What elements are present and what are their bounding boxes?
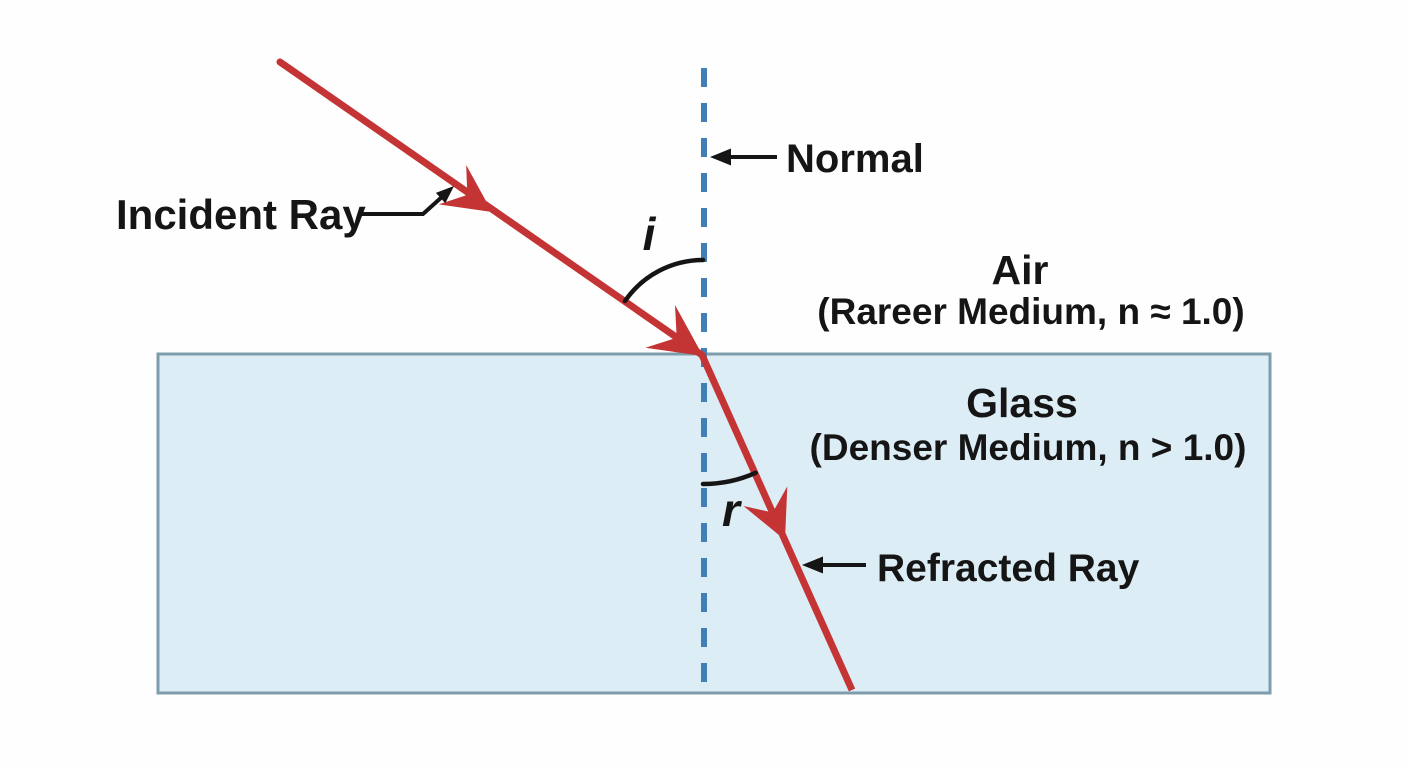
angle-r-arc bbox=[700, 470, 758, 487]
incident-ray-pointer-arrowhead bbox=[435, 186, 454, 204]
angle-i-arc bbox=[622, 257, 706, 304]
air-medium-label: Air bbox=[992, 247, 1049, 293]
angle-r-label: r bbox=[722, 484, 742, 536]
normal-label: Normal bbox=[786, 137, 924, 181]
refracted-ray-pointer-arrowhead bbox=[802, 556, 823, 574]
incidence-point-arrowhead bbox=[645, 305, 703, 356]
air-medium-detail: (Rareer Medium, n ≈ 1.0) bbox=[817, 291, 1244, 332]
glass-medium-label: Glass bbox=[966, 380, 1078, 426]
incident-ray-line bbox=[276, 58, 706, 359]
incident-ray-label: Incident Ray bbox=[116, 191, 366, 238]
glass-slab bbox=[156, 352, 1272, 695]
angle-i-label: i bbox=[643, 208, 657, 260]
normal-pointer-arrowhead bbox=[710, 148, 731, 166]
incident-ray-arrowhead bbox=[438, 165, 492, 212]
incident-ray-pointer-line bbox=[360, 194, 445, 216]
refracted-ray-label: Refracted Ray bbox=[877, 547, 1140, 590]
glass-medium-detail: (Denser Medium, n > 1.0) bbox=[810, 427, 1247, 468]
refracted-ray-arrowhead bbox=[743, 486, 788, 540]
